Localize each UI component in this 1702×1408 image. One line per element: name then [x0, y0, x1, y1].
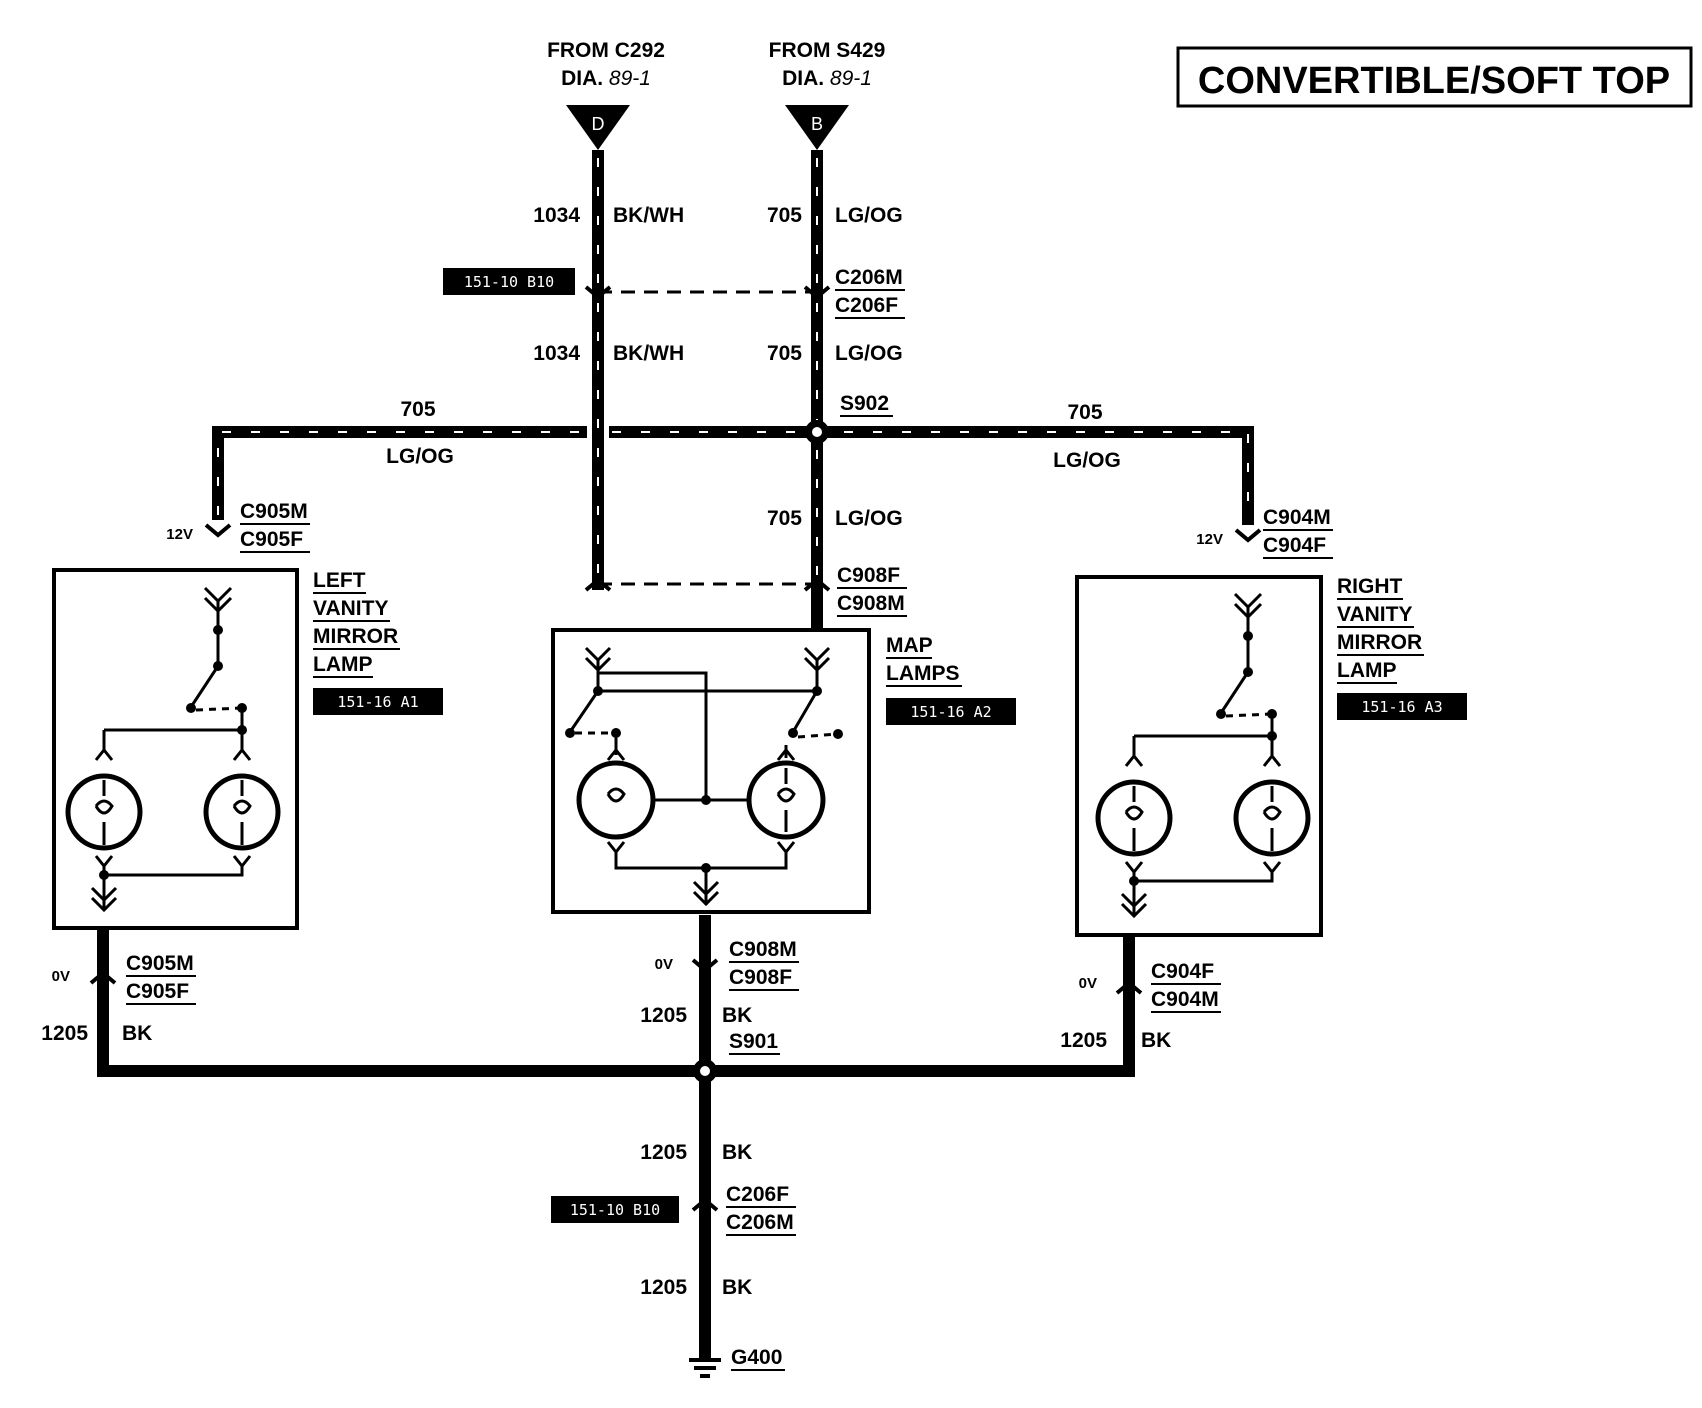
c904-bot-b: C904M — [1151, 988, 1219, 1011]
w1034-mid-num: 1034 — [533, 342, 580, 365]
left-vanity-lamp — [52, 568, 299, 930]
w1034-top-num: 1034 — [533, 204, 580, 227]
svg-text:MIRROR: MIRROR — [1337, 631, 1422, 654]
svg-text:RIGHT: RIGHT — [1337, 575, 1403, 598]
c905-top-b: C905F — [240, 528, 303, 551]
w1205-bottom-color: BK — [722, 1276, 752, 1299]
w705-mid-color: LG/OG — [835, 342, 903, 365]
w705-center-num: 705 — [767, 507, 802, 530]
w705-right-color: LG/OG — [1053, 449, 1121, 472]
pin-d-triangle — [566, 105, 630, 150]
c904-top-b: C904F — [1263, 534, 1326, 557]
svg-text:LEFT: LEFT — [313, 569, 366, 592]
wire-1205 — [97, 915, 1135, 1358]
c904-bot-volt: 0V — [1079, 975, 1097, 992]
c908-bot-volt: 0V — [655, 956, 673, 973]
svg-text:VANITY: VANITY — [1337, 603, 1412, 626]
w1205-left-num: 1205 — [41, 1022, 88, 1045]
c206-bot-b: C206M — [726, 1211, 794, 1234]
ground-icon — [689, 1358, 721, 1378]
title-box — [1176, 46, 1693, 108]
ref-right: 151-16 A3 — [1361, 698, 1442, 716]
w1205-center-color: BK — [722, 1004, 752, 1027]
right-lamp-title: RIGHT VANITY MIRROR LAMP — [1337, 575, 1424, 684]
source-left-dia: DIA. 89-1 — [561, 67, 651, 90]
source-left-label: FROM C292 — [547, 39, 665, 62]
svg-text:MIRROR: MIRROR — [313, 625, 398, 648]
w1205-lower-num: 1205 — [640, 1141, 687, 1164]
w1205-right-num: 1205 — [1060, 1029, 1107, 1052]
source-right-label: FROM S429 — [769, 39, 886, 62]
c908-bot-a: C908M — [729, 938, 797, 961]
w705-left-color: LG/OG — [386, 445, 454, 468]
connector-glyphs — [89, 285, 1262, 1212]
source-right-dia: DIA. 89-1 — [782, 67, 872, 90]
map-lamps — [551, 628, 871, 914]
right-vanity-lamp — [1075, 575, 1323, 937]
c905-bot-a: C905M — [126, 952, 194, 975]
ref-c206-top: 151-10 B10 — [464, 273, 554, 291]
c206-top-a: C206M — [835, 266, 903, 289]
diagram-title: CONVERTIBLE/SOFT TOP — [1198, 60, 1670, 102]
c904-top-volt: 12V — [1196, 531, 1223, 548]
ground-label: G400 — [731, 1346, 782, 1369]
ref-box-right — [1337, 693, 1467, 720]
w705-left-num: 705 — [400, 398, 435, 421]
ref-box-map — [886, 698, 1016, 725]
c908-top-a: C908F — [837, 564, 900, 587]
w705-top-color: LG/OG — [835, 204, 903, 227]
map-lamps-title: MAP LAMPS — [886, 634, 962, 687]
svg-text:LAMPS: LAMPS — [886, 662, 960, 685]
w705-mid-num: 705 — [767, 342, 802, 365]
w1205-center-num: 1205 — [640, 1004, 687, 1027]
svg-text:VANITY: VANITY — [313, 597, 388, 620]
ref-map: 151-16 A2 — [910, 703, 991, 721]
c905-bot-b: C905F — [126, 980, 189, 1003]
c905-bot-volt: 0V — [52, 968, 70, 985]
c908-bot-b: C908F — [729, 966, 792, 989]
c904-bot-a: C904F — [1151, 960, 1214, 983]
pin-b-label: B — [811, 114, 823, 134]
ref-box-left — [313, 688, 443, 715]
pin-b-triangle — [785, 105, 849, 150]
ref-box-c206-bot — [551, 1196, 679, 1223]
ref-box-c206-top — [443, 268, 575, 295]
w1205-right-color: BK — [1141, 1029, 1171, 1052]
splice-s901-inner — [700, 1066, 710, 1076]
svg-text:LAMP: LAMP — [1337, 659, 1397, 682]
w705-right-num: 705 — [1067, 401, 1102, 424]
svg-text:LAMP: LAMP — [313, 653, 373, 676]
pin-d-label: D — [592, 114, 605, 134]
w1205-bottom-num: 1205 — [640, 1276, 687, 1299]
w705-top-num: 705 — [767, 204, 802, 227]
c206-top-b: C206F — [835, 294, 898, 317]
w1205-lower-color: BK — [722, 1141, 752, 1164]
c908-top-b: C908M — [837, 592, 905, 615]
ref-left: 151-16 A1 — [337, 693, 418, 711]
c905-top-volt: 12V — [166, 526, 193, 543]
splice-s901-label: S901 — [729, 1030, 778, 1053]
wire-705-horizontal — [212, 426, 1254, 525]
w1034-mid-color: BK/WH — [613, 342, 684, 365]
w705-center-color: LG/OG — [835, 507, 903, 530]
c905-top-a: C905M — [240, 500, 308, 523]
splice-s902-inner — [812, 427, 822, 437]
splice-s902-label: S902 — [840, 392, 889, 415]
c206-bot-a: C206F — [726, 1183, 789, 1206]
left-lamp-title: LEFT VANITY MIRROR LAMP — [313, 569, 400, 678]
ref-c206-bot: 151-10 B10 — [570, 1201, 660, 1219]
w1205-left-color: BK — [122, 1022, 152, 1045]
w1034-top-color: BK/WH — [613, 204, 684, 227]
c904-top-a: C904M — [1263, 506, 1331, 529]
svg-text:MAP: MAP — [886, 634, 933, 657]
